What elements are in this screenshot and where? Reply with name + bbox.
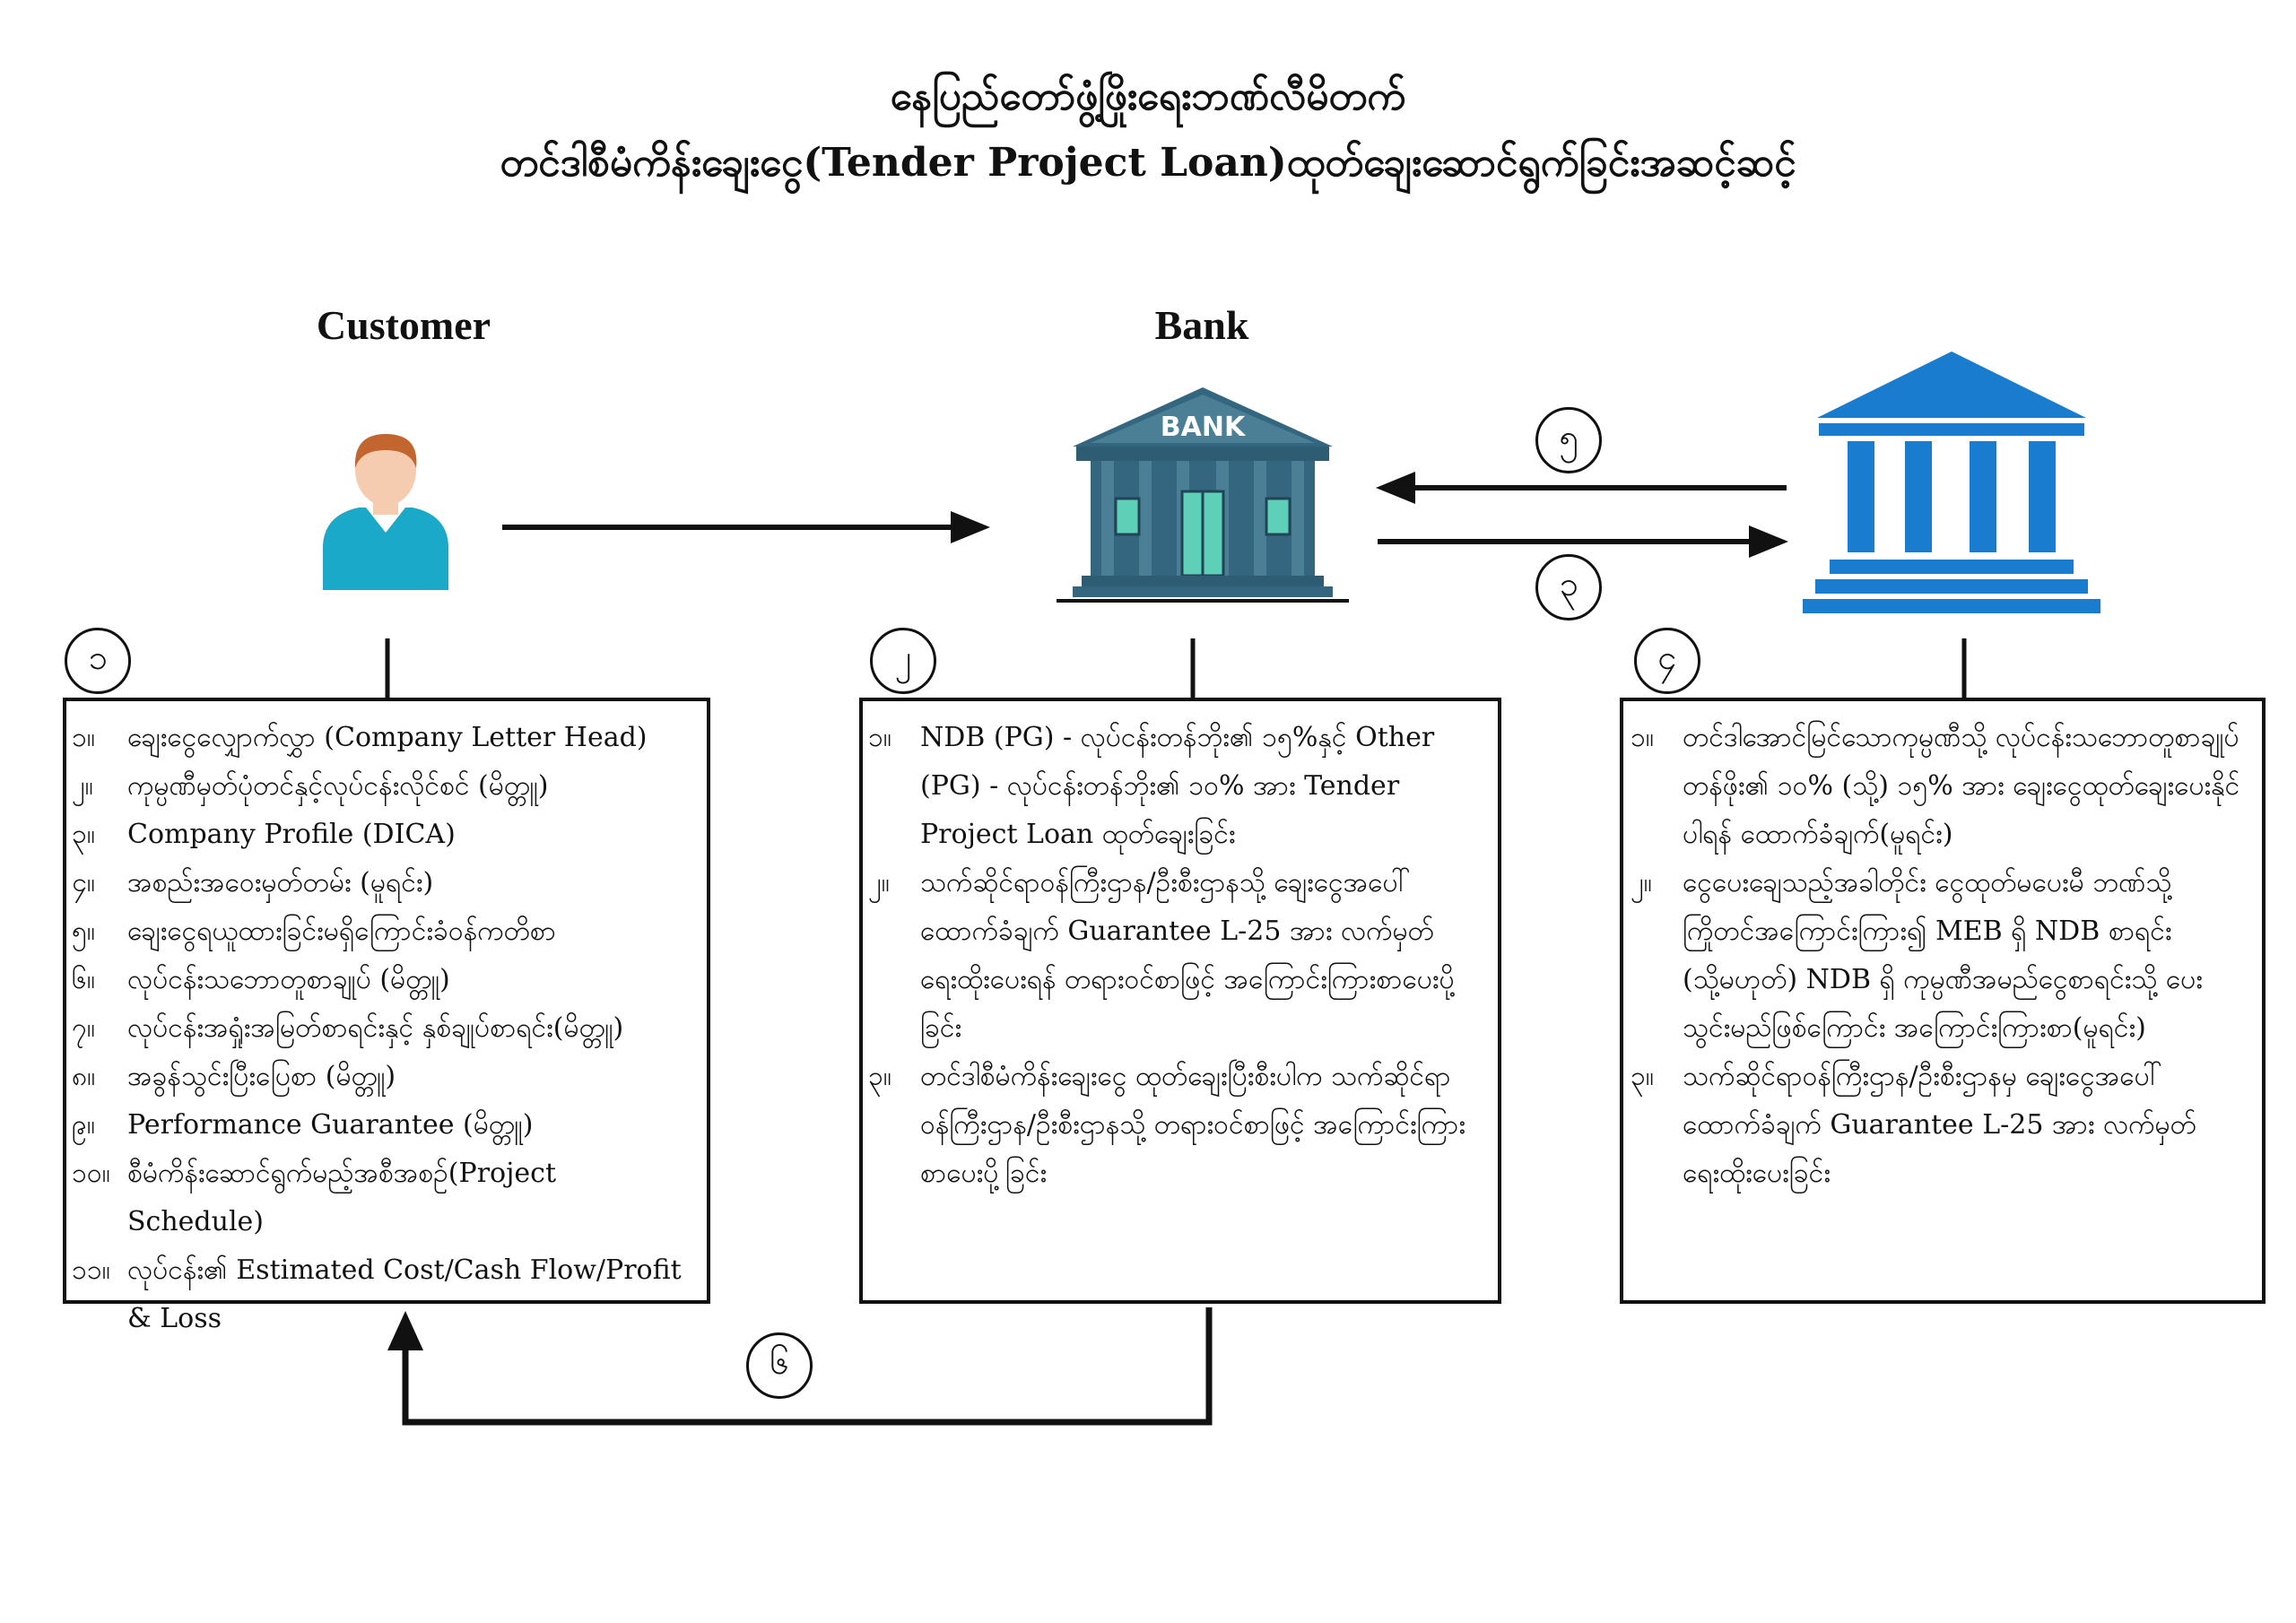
list-item-text: လုပ်ငန်းသဘောတူစာချုပ် (မိတ္တူ) <box>127 964 450 995</box>
customer-requirements-box: ၁။ ချေးငွေလျှောက်လွှာ (Company Letter Hea… <box>63 698 710 1334</box>
list-item-text: NDB (PG) - လုပ်ငန်းတန်ဘိုး၏ ၁၅%နှင့် Oth… <box>920 722 1435 850</box>
title-line-1: နေပြည်တော်ဖွံ့ဖြိုးရေးဘဏ်လီမိတက် <box>890 74 1406 119</box>
list-item: ၂။ သက်ဆိုင်ရာဝန်ကြီးဌာန/ဦးစီးဌာနသို့ ချေး… <box>868 859 1483 1053</box>
list-item-number: ၂။ <box>72 770 93 802</box>
list-item: ၁။ NDB (PG) - လုပ်ငန်းတန်ဘိုး၏ ၁၅%နှင့် O… <box>868 714 1483 859</box>
list-item: ၄။ အစည်းအဝေးမှတ်တမ်း (မူရင်း) <box>72 859 698 907</box>
list-item-number: ၇။ <box>72 1012 95 1044</box>
arrow-bank-to-customer <box>387 1307 1213 1426</box>
list-item: ၁။ ချေးငွေလျှောက်လွှာ (Company Letter Hea… <box>72 714 698 762</box>
step-circle-2: ၂ <box>870 628 936 694</box>
ministry-building-icon <box>1803 352 2100 613</box>
list-item-text: တင်ဒါအောင်မြင်သောကုမ္ပဏီသို့ လုပ်ငန်းသဘေ… <box>1683 722 2240 850</box>
bank-building-icon: BANK <box>1057 387 1349 603</box>
list-item: ၁၁။ လုပ်ငန်း၏ Estimated Cost/Cash Flow/Pr… <box>72 1246 698 1343</box>
list-item-text: ကုမ္ပဏီမှတ်ပုံတင်နှင့်လုပ်ငန်းလိုင်စင် (… <box>127 770 549 802</box>
list-item-text: သက်ဆိုင်ရာဝန်ကြီးဌာန/ဦးစီးဌာနသို့ ချေးငွ… <box>920 867 1455 1044</box>
list-item-number: ၁၁။ <box>72 1254 110 1286</box>
list-item-text: စီမံကိန်းဆောင်ရွက်မည့်အစီအစဉ်(Project Sc… <box>127 1158 557 1237</box>
list-item: ၅။ ချေးငွေရယူထားခြင်းမရှိကြောင်းခံဝန်ကတိစ… <box>72 907 698 956</box>
list-item: ၃။ တင်ဒါစီမံကိန်းချေးငွေ ထုတ်ချေးပြီးစီးပ… <box>868 1053 1483 1198</box>
arrow-customer-to-bank <box>502 511 990 543</box>
list-item-text: ငွေပေးချေသည့်အခါတိုင်း ငွေထုတ်မပေးမီ ဘဏ်… <box>1683 867 2203 1044</box>
list-item-number: ၂။ <box>868 867 890 898</box>
step-circle-6: ၆ <box>746 1332 813 1399</box>
list-item-number: ၂။ <box>1631 867 1652 898</box>
list-item-number: ၁။ <box>868 722 891 753</box>
customer-heading: Customer <box>316 302 491 348</box>
step-circle-5: ၅ <box>1535 407 1602 473</box>
list-item-number: ၁၀။ <box>72 1158 110 1189</box>
list-item-number: ၅။ <box>72 916 95 947</box>
list-item-number: ၆။ <box>72 964 95 995</box>
list-item-text: Company Profile (DICA) <box>127 819 456 850</box>
arrow-ministry-to-bank <box>1376 472 1787 504</box>
list-item-number: ၈။ <box>72 1061 96 1092</box>
list-item-text: သက်ဆိုင်ရာဝန်ကြီးဌာန/ဦးစီးဌာနမှ ချေးငွေအ… <box>1683 1061 2196 1189</box>
list-item: ၆။ လုပ်ငန်းသဘောတူစာချုပ် (မိတ္တူ) <box>72 956 698 1004</box>
list-item-text: Performance Guarantee (မိတ္တူ) <box>127 1109 534 1141</box>
customer-person-icon <box>323 434 448 590</box>
arrow-bank-to-ministry <box>1378 525 1788 558</box>
bank-procedure-box: ၁။ NDB (PG) - လုပ်ငန်းတန်ဘိုး၏ ၁၅%နှင့် O… <box>859 698 1501 1304</box>
list-item-text: အစည်းအဝေးမှတ်တမ်း (မူရင်း) <box>127 867 434 898</box>
bank-procedure-list: ၁။ NDB (PG) - လုပ်ငန်းတန်ဘိုး၏ ၁၅%နှင့် O… <box>868 714 1483 1198</box>
list-item: ၈။ အခွန်သွင်းပြီးပြေစာ (မိတ္တူ) <box>72 1053 698 1101</box>
ministry-procedure-box: ၁။ တင်ဒါအောင်မြင်သောကုမ္ပဏီသို့ လုပ်ငန်းသ… <box>1620 698 2266 1304</box>
bank-heading: Bank <box>1154 302 1249 348</box>
list-item: ၉။ Performance Guarantee (မိတ္တူ) <box>72 1101 698 1150</box>
list-item-text: ချေးငွေလျှောက်လွှာ (Company Letter Head) <box>127 722 648 753</box>
list-item: ၃။ သက်ဆိုင်ရာဝန်ကြီးဌာန/ဦးစီးဌာနမှ ချေးငွ… <box>1631 1053 2249 1198</box>
step-circle-3: ၃ <box>1535 554 1602 621</box>
bank-sign: BANK <box>1161 412 1247 443</box>
list-item: ၃။ Company Profile (DICA) <box>72 811 698 859</box>
list-item-text: လုပ်ငန်း၏ Estimated Cost/Cash Flow/Profi… <box>127 1254 682 1334</box>
list-item-text: လုပ်ငန်းအရှုံးအမြတ်စာရင်းနှင့် နှစ်ချုပ်… <box>127 1012 624 1044</box>
step-circle-1: ၁ <box>65 628 131 694</box>
list-item: ၂။ ငွေပေးချေသည့်အခါတိုင်း ငွေထုတ်မပေးမီ ဘ… <box>1631 859 2249 1053</box>
customer-requirements-list: ၁။ ချေးငွေလျှောက်လွှာ (Company Letter Hea… <box>72 714 698 1343</box>
list-item-text: အခွန်သွင်းပြီးပြေစာ (မိတ္တူ) <box>127 1061 396 1092</box>
list-item-number: ၉။ <box>72 1109 95 1141</box>
list-item-text: ချေးငွေရယူထားခြင်းမရှိကြောင်းခံဝန်ကတိစာ <box>127 916 557 947</box>
list-item-number: ၁။ <box>1631 722 1654 753</box>
list-item: ၂။ ကုမ္ပဏီမှတ်ပုံတင်နှင့်လုပ်ငန်းလိုင်စင်… <box>72 762 698 811</box>
list-item-number: ၃။ <box>868 1061 891 1092</box>
step-circle-4: ၄ <box>1634 628 1700 694</box>
list-item-number: ၁။ <box>72 722 95 753</box>
list-item-text: တင်ဒါစီမံကိန်းချေးငွေ ထုတ်ချေးပြီးစီးပါက… <box>920 1061 1465 1189</box>
list-item: ၁၀။ စီမံကိန်းဆောင်ရွက်မည့်အစီအစဉ်(Project… <box>72 1150 698 1246</box>
list-item: ၁။ တင်ဒါအောင်မြင်သောကုမ္ပဏီသို့ လုပ်ငန်းသ… <box>1631 714 2249 859</box>
title-line-2: တင်ဒါစီမံကိန်းချေးငွေ(Tender Project Loa… <box>500 140 1796 186</box>
list-item-number: ၃။ <box>72 819 95 850</box>
list-item: ၇။ လုပ်ငန်းအရှုံးအမြတ်စာရင်းနှင့် နှစ်ချု… <box>72 1004 698 1053</box>
ministry-procedure-list: ၁။ တင်ဒါအောင်မြင်သောကုမ္ပဏီသို့ လုပ်ငန်းသ… <box>1631 714 2249 1198</box>
list-item-number: ၃။ <box>1631 1061 1654 1092</box>
list-item-number: ၄။ <box>72 867 95 898</box>
